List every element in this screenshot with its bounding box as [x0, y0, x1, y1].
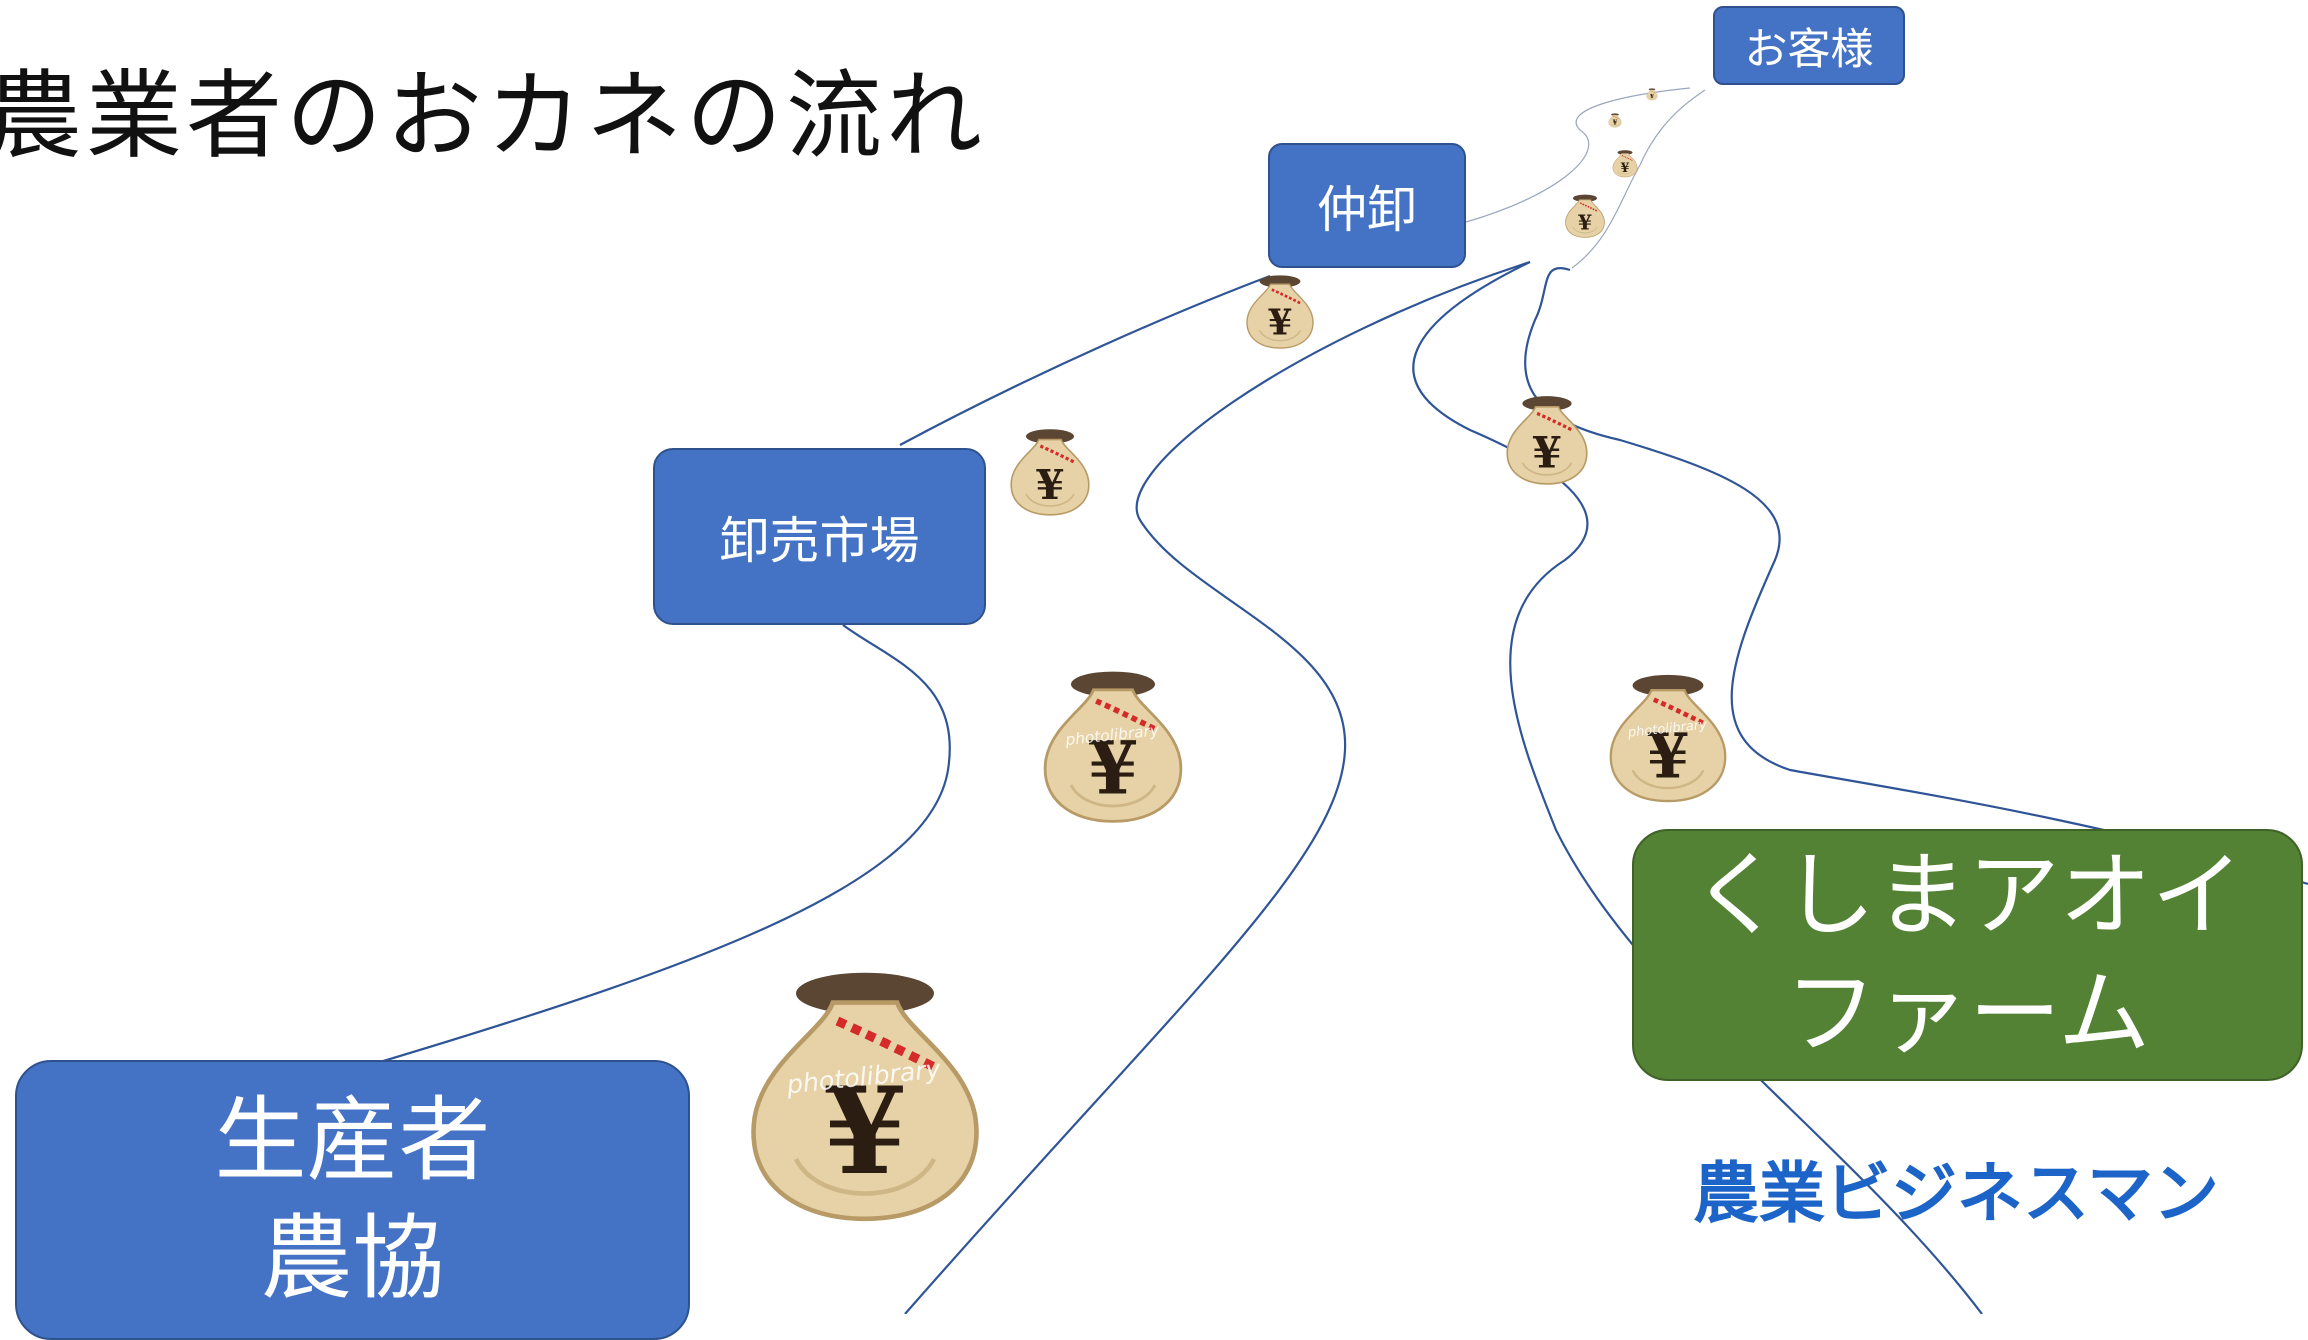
- path-farm-upper-edge: [1571, 89, 1706, 269]
- money-bag-icon: ¥: [1612, 150, 1638, 178]
- path-farm-right-edge: [1523, 267, 2308, 886]
- yen-symbol: ¥: [1620, 161, 1629, 176]
- money-bag-icon: ¥photolibrary: [751, 972, 979, 1222]
- money-bag-icon: ¥: [1646, 88, 1658, 101]
- page-title: 農業者のおカネの流れ: [0, 60, 986, 172]
- yen-symbol: ¥: [823, 1062, 906, 1202]
- money-bag-icon: ¥: [1246, 275, 1314, 349]
- node-nakaoroshi-label: 仲卸: [1317, 180, 1417, 239]
- node-customer-label: お客様: [1744, 24, 1874, 75]
- node-wholesale-market-label: 卸売市場: [719, 511, 920, 570]
- yen-symbol: ¥: [1650, 94, 1654, 100]
- money-bag-icon: ¥photolibrary: [1609, 674, 1727, 803]
- yen-symbol: ¥: [1647, 720, 1690, 792]
- node-producer-cooperative: 生産者 農協: [15, 1060, 690, 1340]
- yen-symbol: ¥: [1088, 726, 1139, 811]
- node-kushima-aoi-farm-label: くしまアオイ ファーム: [1691, 842, 2244, 1067]
- money-bag-icon: ¥: [1506, 396, 1588, 485]
- yen-symbol: ¥: [1268, 302, 1293, 343]
- node-customer: お客様: [1713, 6, 1905, 85]
- node-nakaoroshi: 仲卸: [1268, 143, 1466, 268]
- agri-businessman-caption: 農業ビジネスマン: [1693, 1155, 2220, 1232]
- yen-symbol: ¥: [1036, 460, 1065, 509]
- path-producer-market-edge: [379, 624, 951, 1064]
- node-kushima-aoi-farm: くしまアオイ ファーム: [1632, 829, 2303, 1081]
- money-bags: ¥photolibrary¥photolibrary¥photolibrary¥…: [751, 88, 1727, 1222]
- path-nakaoroshi-customer-edge-upper: [1465, 87, 1691, 223]
- money-bag-icon: ¥: [1565, 194, 1605, 238]
- money-bag-icon: ¥: [1608, 113, 1622, 128]
- path-market-nakaoroshi-edge: [899, 274, 1271, 446]
- node-wholesale-market: 卸売市場: [653, 448, 986, 625]
- money-bag-icon: ¥: [1010, 429, 1090, 516]
- yen-symbol: ¥: [1532, 429, 1562, 479]
- node-producer-cooperative-label: 生産者 農協: [214, 1087, 491, 1312]
- money-bag-icon: ¥photolibrary: [1043, 671, 1183, 823]
- path-traditional-right-edge: [904, 260, 1531, 1314]
- yen-symbol: ¥: [1578, 209, 1592, 234]
- yen-symbol: ¥: [1613, 119, 1618, 127]
